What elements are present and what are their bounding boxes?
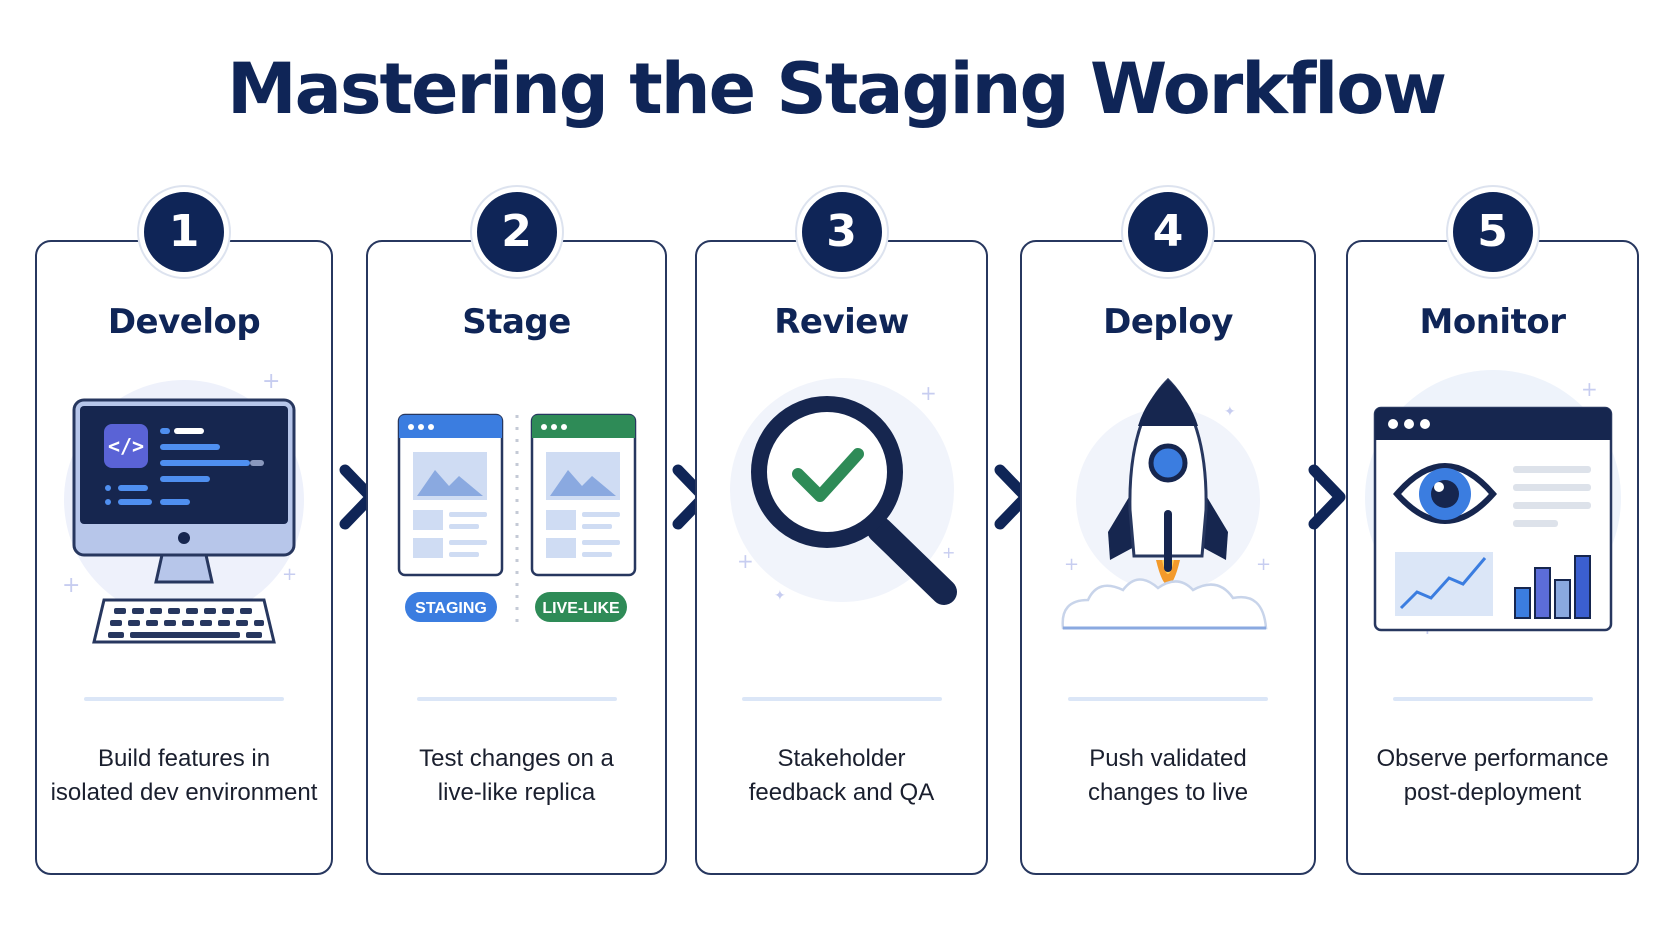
step-title: Deploy (1103, 302, 1233, 342)
svg-text:+: + (282, 564, 297, 585)
staging-label: STAGING (415, 600, 487, 617)
step-card-develop: 1 Develop + + + </> (35, 187, 333, 875)
svg-text:+: + (942, 543, 955, 562)
svg-text:+: + (1256, 554, 1271, 575)
svg-text:+: + (262, 369, 280, 394)
page-title: Mastering the Staging Workflow (226, 48, 1447, 130)
card-divider (1392, 697, 1593, 701)
step-title: Review (774, 302, 909, 342)
svg-text:+: + (1064, 554, 1079, 575)
step-title: Develop (107, 302, 261, 342)
svg-text:✦: ✦ (774, 588, 786, 604)
step-number-badge: 3 (796, 187, 887, 277)
step-number-badge: 2 (471, 187, 562, 277)
step-number-badge: 5 (1447, 187, 1538, 277)
monitor-code-icon: + + + </> (62, 369, 304, 644)
step-description: Observe performance post-deployment (1376, 745, 1609, 806)
rocket-icon: + + ✦ (1061, 377, 1271, 630)
dashboard-eye-icon: + + (1364, 370, 1621, 639)
card-divider (416, 697, 617, 701)
step-title: Stage (462, 302, 571, 342)
step-card-deploy: 4 Deploy + + ✦ Push validated changes to… (1020, 187, 1316, 875)
card-divider (741, 697, 942, 701)
step-title: Monitor (1419, 302, 1566, 342)
live-like-label: LIVE-LIKE (542, 600, 620, 617)
card-divider (1068, 697, 1268, 701)
chevron-right-icon (1308, 464, 1346, 530)
svg-text:+: + (1581, 377, 1598, 401)
magnifier-check-icon: + + + ✦ (729, 378, 957, 605)
step-description: Push validated changes to live (1087, 745, 1249, 806)
svg-text:+: + (62, 573, 80, 598)
step-description: Stakeholder feedback and QA (748, 745, 935, 806)
svg-text:✦: ✦ (1224, 404, 1236, 420)
svg-text:</>: </> (108, 434, 144, 458)
svg-text:+: + (920, 381, 937, 405)
browser-windows-icon: STAGING LIVE-LIKE (397, 413, 636, 625)
step-description: Build features in isolated dev environme… (50, 745, 318, 806)
step-description: Test changes on a live-like replica (419, 745, 614, 806)
step-number-badge: 1 (139, 187, 229, 277)
step-card-stage: 2 Stage STAGING LIVE-LIKE Tes (366, 187, 667, 875)
svg-text:+: + (737, 549, 754, 573)
step-card-monitor: 5 Monitor + + Observe performance post-d… (1346, 187, 1639, 875)
step-card-review: 3 Review + + + ✦ Stakeholder feedback an… (695, 187, 988, 875)
step-number-badge: 4 (1123, 187, 1213, 277)
card-divider (84, 697, 284, 701)
